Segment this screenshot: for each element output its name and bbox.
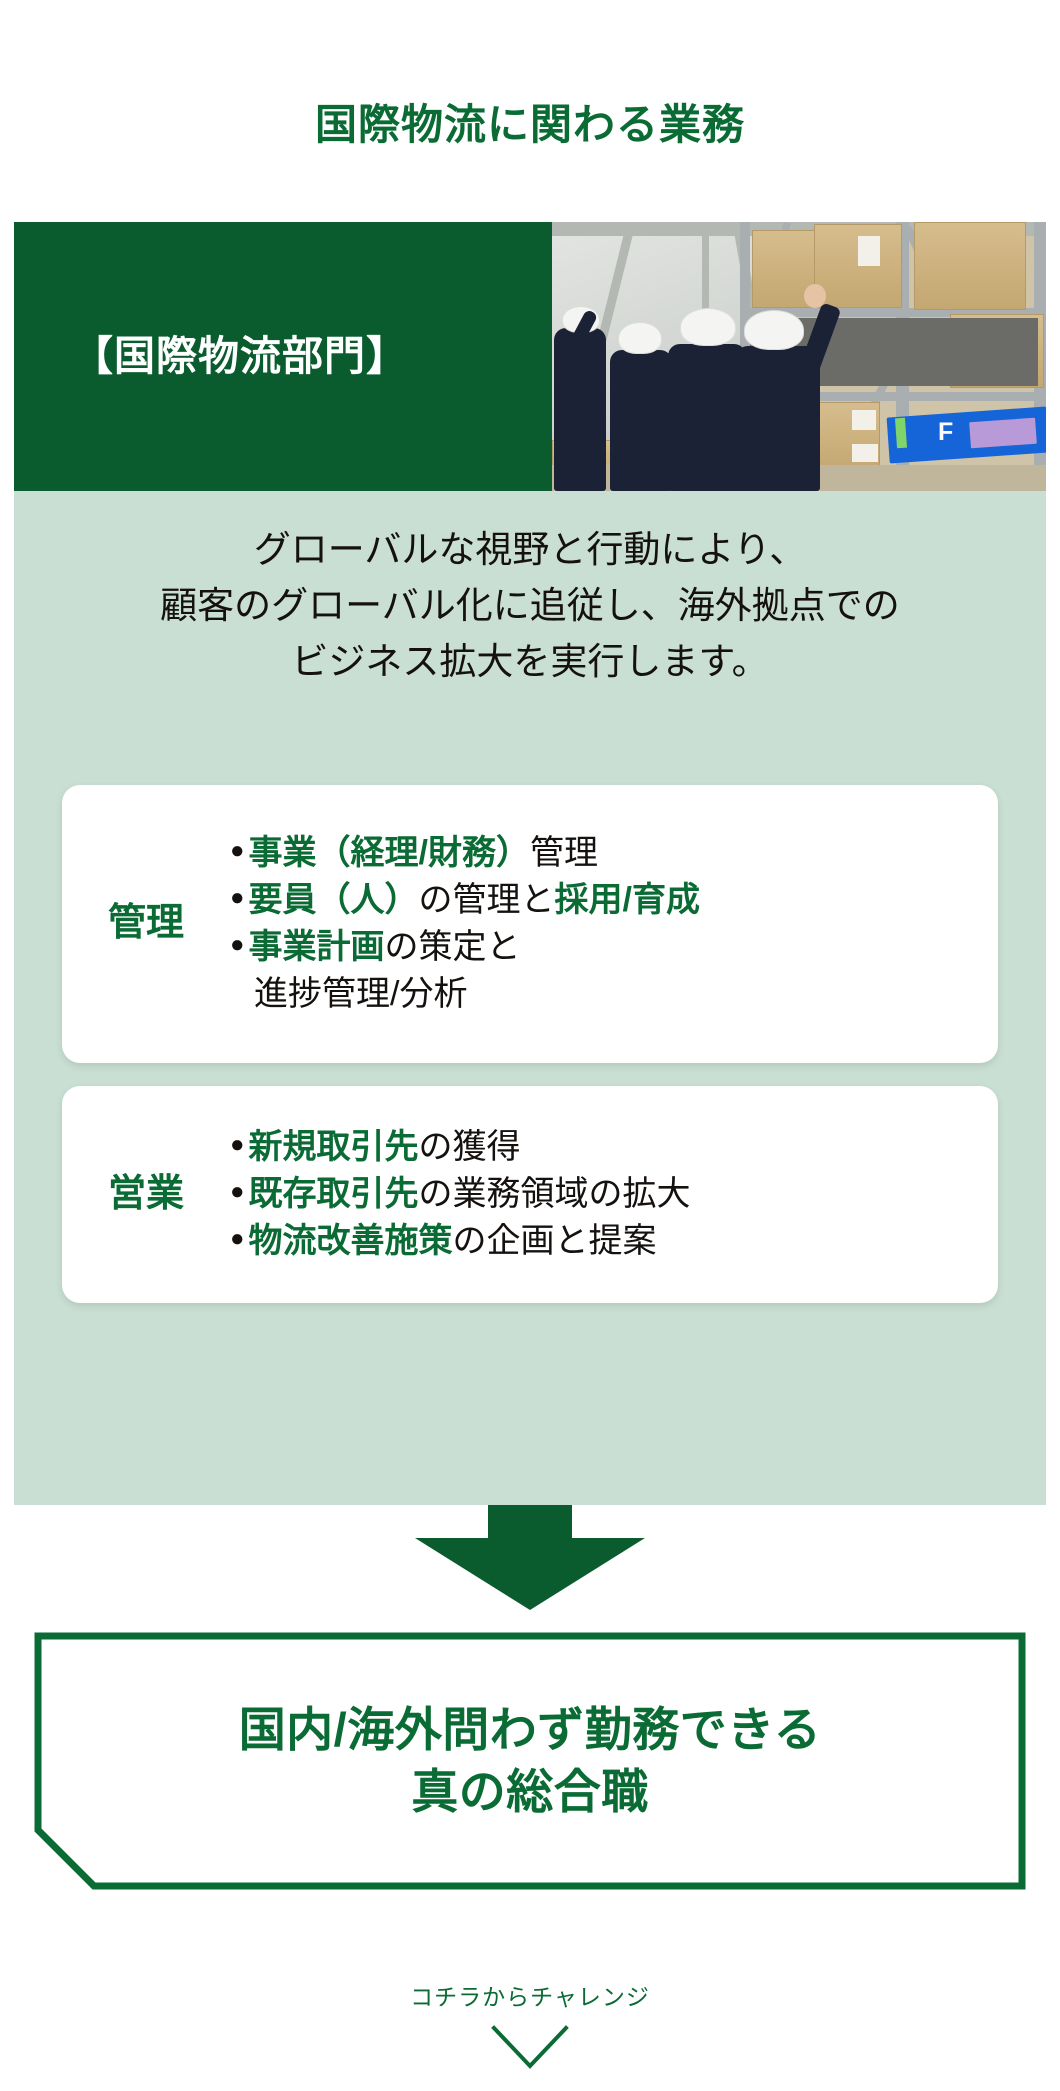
list-item-plain: の業務領域の拡大	[418, 1175, 691, 1214]
list-item-continuation: 進捗管理/分析	[254, 974, 468, 1013]
photo-shipping-label	[858, 236, 880, 266]
list-item-text: 事業計画の策定と	[249, 924, 981, 971]
chevron-down-icon[interactable]	[0, 2020, 1060, 2076]
list-item: ● 新規取引先の獲得	[230, 1124, 980, 1171]
outcome-line-1: 国内/海外問わず勤務できる	[238, 1702, 822, 1756]
bullet-dot-icon: ●	[230, 1131, 245, 1159]
photo-rack-beam	[740, 308, 1046, 317]
header-band: 【国際物流部門】	[14, 222, 1046, 491]
list-item-highlight: 新規取引先	[248, 1128, 419, 1167]
footer-cta-label[interactable]: コチラからチャレンジ	[410, 1984, 650, 2010]
duties-card-sales: 営業 ● 新規取引先の獲得 ● 既存取引先の業務領域の拡大 ● 物流改善施策の企…	[62, 1086, 998, 1303]
photo-hardhat	[680, 308, 736, 346]
list-item-text: 事業（経理/財務）管理	[249, 830, 981, 877]
photo-sign-green-mark	[894, 417, 908, 449]
photo-sign-letter: F	[938, 418, 954, 446]
description-line-3: ビジネス拡大を実行します。	[291, 641, 769, 683]
department-description: グローバルな視野と行動により、 顧客のグローバル化に追従し、海外拠点での ビジネ…	[14, 522, 1046, 691]
duties-list: ● 新規取引先の獲得 ● 既存取引先の業務領域の拡大 ● 物流改善施策の企画と提…	[230, 1124, 998, 1265]
duties-card-admin: 管理 ● 事業（経理/財務）管理 ● 要員（人）の管理と採用/育成 ● 事業計画…	[62, 785, 998, 1063]
bullet-dot-icon: ●	[230, 1178, 245, 1206]
bullet-dot-icon: ●	[230, 837, 245, 865]
list-item-text: 既存取引先の業務領域の拡大	[249, 1171, 981, 1218]
list-item: ● 事業計画の策定と	[230, 924, 980, 971]
list-item-highlight: 事業計画	[248, 928, 385, 966]
description-line-1: グローバルな視野と行動により、	[253, 529, 807, 570]
description-line-2: 顧客のグローバル化に追従し、海外拠点での	[160, 585, 900, 627]
list-item-plain: の管理と	[418, 881, 555, 920]
photo-beam	[702, 222, 709, 372]
list-item-highlight: 既存取引先	[248, 1175, 419, 1214]
outcome-text: 国内/海外問わず勤務できる 真の総合職	[34, 1632, 1026, 1890]
down-arrow-icon	[0, 1505, 1060, 1613]
list-item-plain: の企画と提案	[452, 1221, 657, 1260]
photo-carton	[914, 222, 1026, 310]
list-item-text: 新規取引先の獲得	[249, 1124, 981, 1171]
list-item-plain: の獲得	[418, 1128, 521, 1167]
list-item: ● 既存取引先の業務領域の拡大	[230, 1171, 980, 1218]
duties-card-tag: 管理	[107, 902, 184, 945]
photo-shipping-label	[852, 410, 876, 430]
outcome-line-2: 真の総合職	[411, 1765, 649, 1818]
list-item-highlight: 事業（経理/財務）	[248, 834, 530, 873]
list-item-highlight: 物流改善施策	[248, 1221, 453, 1260]
list-item-plain: 管理	[529, 834, 598, 873]
photo-hand	[804, 284, 826, 308]
photo-rack-beam	[740, 392, 1046, 401]
department-banner: 【国際物流部門】	[14, 222, 552, 491]
bullet-dot-icon: ●	[230, 884, 245, 912]
warehouse-site-visit-photo: F	[552, 222, 1046, 491]
list-item-plain: の策定と	[384, 928, 521, 966]
department-label: 【国際物流部門】	[72, 332, 408, 379]
duties-list: ● 事業（経理/財務）管理 ● 要員（人）の管理と採用/育成 ● 事業計画の策定…	[230, 830, 998, 1018]
list-item: ● 物流改善施策の企画と提案	[230, 1218, 980, 1265]
list-item-text: 要員（人）の管理と採用/育成	[249, 877, 981, 924]
photo-person	[668, 344, 746, 491]
photo-hardhat	[618, 322, 662, 354]
photo-person	[610, 350, 672, 491]
list-item: ● 要員（人）の管理と採用/育成	[230, 877, 980, 924]
bullet-dot-icon: ●	[230, 931, 245, 958]
outcome-box: 国内/海外問わず勤務できる 真の総合職	[34, 1632, 1026, 1890]
list-item-text: 物流改善施策の企画と提案	[249, 1218, 981, 1265]
photo-sign-chip	[969, 417, 1037, 449]
photo-shipping-label	[852, 444, 878, 462]
photo-hardhat	[744, 310, 804, 350]
list-item-highlight: 採用/育成	[554, 881, 700, 920]
bullet-dot-icon: ●	[230, 1224, 245, 1252]
duties-card-tag: 営業	[107, 1172, 184, 1215]
page-title: 国際物流に関わる業務	[314, 101, 745, 148]
department-detail-panel: グローバルな視野と行動により、 顧客のグローバル化に追従し、海外拠点での ビジネ…	[14, 491, 1046, 1505]
list-item: ● 事業（経理/財務）管理	[230, 830, 980, 877]
photo-person	[554, 328, 606, 491]
list-item-highlight: 要員（人）	[248, 881, 419, 920]
